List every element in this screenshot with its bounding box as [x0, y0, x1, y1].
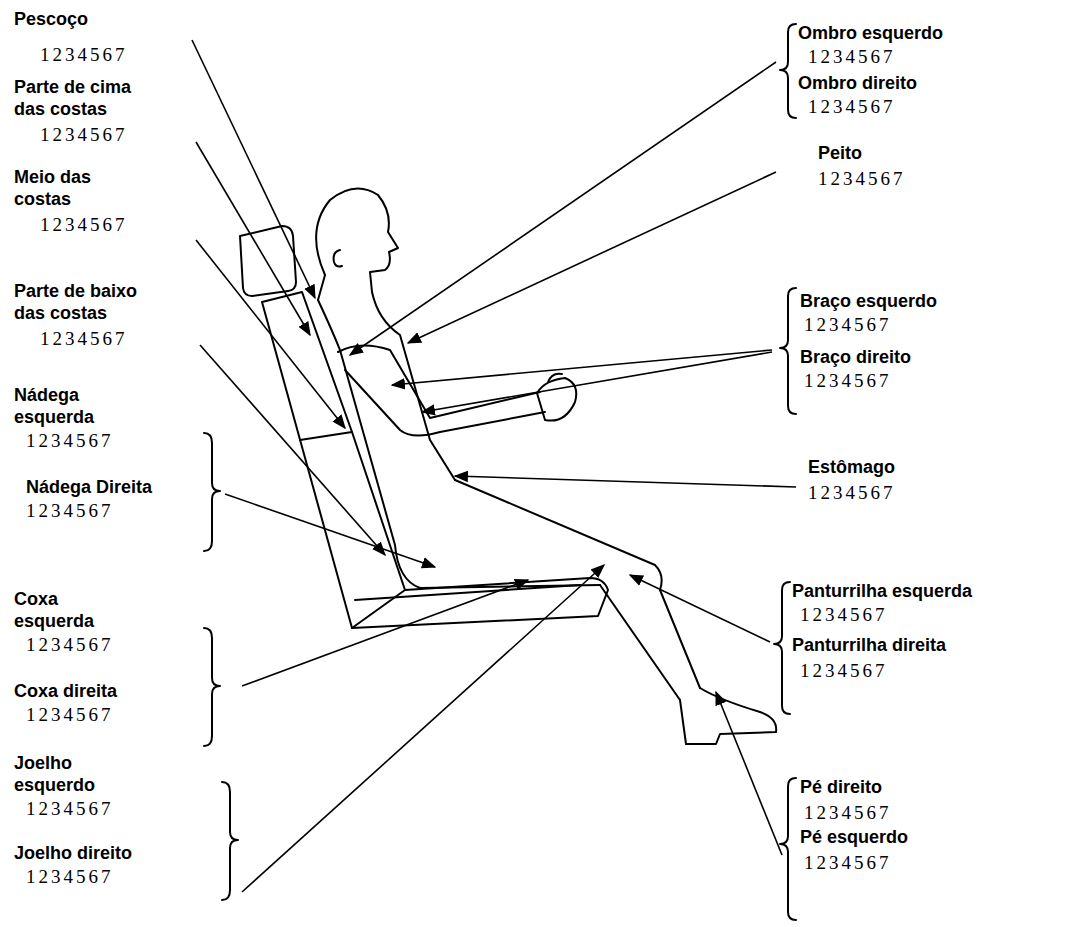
seat-back-line: [300, 432, 352, 440]
rating-scale: 1234567: [40, 214, 128, 236]
torso-front: [372, 292, 455, 480]
body-part-label: Estômago: [808, 456, 895, 478]
body-part-label: Panturrilha esquerda: [792, 580, 972, 602]
bracket: [222, 782, 238, 900]
hand-thumb: [548, 374, 562, 382]
body-part-label: Pé direito: [800, 776, 882, 798]
body-part-label: Nádega esquerda: [14, 384, 109, 428]
leader-line: [350, 62, 776, 355]
rating-scale: 1234567: [26, 430, 114, 452]
bracket: [780, 288, 796, 414]
leader-line: [242, 580, 528, 686]
leader-line: [242, 565, 604, 892]
body-part-label: Joelho esquerdo: [14, 752, 109, 796]
upper-arm: [338, 345, 540, 418]
leader-line: [196, 142, 310, 335]
seat-back: [262, 292, 405, 628]
rating-scale: 1234567: [808, 46, 896, 68]
body-part-label: Joelho direito: [14, 842, 132, 864]
body-part-label: Pé esquerdo: [800, 826, 908, 848]
body-part-label: Ombro direito: [798, 72, 917, 94]
bracket: [204, 433, 220, 551]
body-part-label: Coxa direita: [14, 680, 117, 702]
rating-scale: 1234567: [26, 866, 114, 888]
rating-scale: 1234567: [808, 482, 896, 504]
leader-line: [196, 240, 345, 428]
shin-back: [600, 585, 680, 700]
rating-scale: 1234567: [26, 634, 114, 656]
foot: [680, 688, 776, 744]
seat-cushion: [352, 578, 608, 628]
bracket: [204, 628, 220, 746]
body-part-label: Peito: [818, 142, 862, 164]
rating-scale: 1234567: [40, 328, 128, 350]
bracket: [780, 24, 796, 118]
thigh: [455, 480, 662, 590]
body-part-label: Pescoço: [14, 8, 88, 30]
rating-scale: 1234567: [26, 704, 114, 726]
body-part-label: Panturrilha direita: [792, 634, 946, 656]
body-part-label: Nádega Direita: [26, 476, 152, 498]
rating-scale: 1234567: [804, 802, 892, 824]
rating-scale: 1234567: [808, 96, 896, 118]
rating-scale: 1234567: [804, 370, 892, 392]
rating-scale: 1234567: [804, 314, 892, 336]
rating-scale: 1234567: [800, 660, 888, 682]
leader-line: [408, 172, 776, 343]
rating-scale: 1234567: [40, 124, 128, 146]
leader-line: [225, 494, 435, 567]
body-part-label: Ombro esquerdo: [798, 22, 943, 44]
leader-line: [422, 352, 772, 412]
rating-scale: 1234567: [26, 798, 114, 820]
hand: [537, 378, 576, 421]
body-part-label: Braço esquerdo: [800, 290, 937, 312]
rating-scale: 1234567: [804, 852, 892, 874]
rating-scale: 1234567: [26, 500, 114, 522]
body-part-label: Braço direito: [800, 346, 911, 368]
leader-line: [716, 692, 782, 855]
rating-scale: 1234567: [40, 44, 128, 66]
shin: [660, 590, 700, 688]
bracket: [774, 582, 790, 714]
body-part-label: Coxa esquerda: [14, 588, 109, 632]
rating-scale: 1234567: [800, 604, 888, 626]
body-part-label: Meio das costas: [14, 166, 114, 210]
leader-line: [455, 476, 796, 487]
head: [316, 189, 398, 292]
leader-line: [630, 575, 770, 642]
bracket: [780, 778, 796, 920]
body-part-label: Parte de baixo das costas: [14, 280, 164, 324]
headrest: [240, 226, 296, 296]
body-part-label: Parte de cima das costas: [14, 76, 154, 120]
ear: [334, 250, 342, 267]
leader-line: [392, 350, 772, 385]
rating-scale: 1234567: [818, 168, 906, 190]
neck-back: [318, 275, 325, 300]
leader-line: [200, 345, 385, 555]
